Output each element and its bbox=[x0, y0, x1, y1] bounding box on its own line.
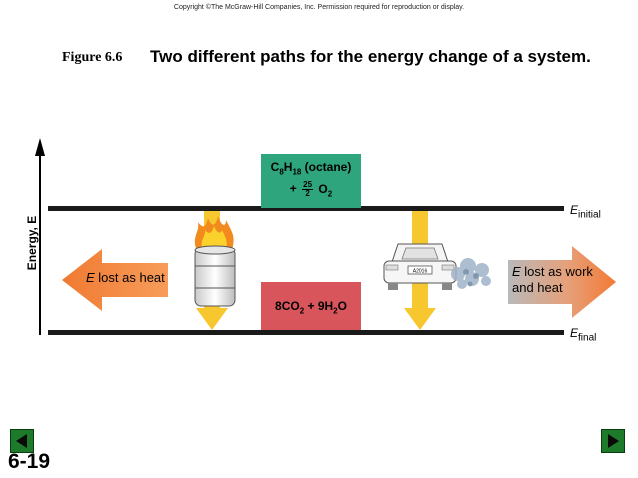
octane-formula: C8H18 (octane) bbox=[270, 160, 352, 177]
figure-label: Figure 6.6 bbox=[62, 50, 123, 65]
forward-nav-icon bbox=[608, 434, 619, 448]
oxygen-formula: + 25 2 O2 bbox=[261, 181, 361, 201]
final-level-label: Efinal bbox=[570, 326, 597, 344]
initial-state-box: C8H18 (octane) + 25 2 O2 bbox=[261, 154, 361, 208]
oxygen-fraction: 25 2 bbox=[302, 180, 314, 199]
final-energy-level bbox=[48, 330, 564, 335]
heat-arrow-text: E lost as heat bbox=[86, 270, 165, 285]
car-plate: A2016 bbox=[413, 269, 428, 275]
oxygen-text: O2 bbox=[318, 182, 333, 199]
heat-lost-arrow bbox=[62, 249, 168, 311]
copyright-notice: Copyright ©The McGraw-Hill Companies, In… bbox=[173, 4, 465, 11]
final-state-box: 8CO2 + 9H2O bbox=[261, 282, 361, 330]
page-number: 6-19 bbox=[8, 450, 51, 473]
energy-axis-label: Energy, E bbox=[25, 215, 39, 271]
back-nav-icon bbox=[16, 434, 27, 448]
car-exhaust-icon: A2016 bbox=[383, 243, 491, 290]
products-formula: 8CO2 + 9H2O bbox=[275, 299, 347, 316]
forward-button[interactable] bbox=[601, 429, 625, 453]
work-heat-lost-arrow bbox=[508, 246, 616, 318]
plus-sign: + bbox=[289, 182, 297, 197]
back-button[interactable] bbox=[10, 429, 34, 453]
fire-barrel-icon bbox=[194, 216, 236, 307]
initial-level-label: Einitial bbox=[570, 203, 601, 221]
figure-title: Two different paths for the energy chang… bbox=[150, 47, 591, 66]
up-arrow-axis-icon bbox=[35, 138, 45, 335]
initial-energy-level bbox=[48, 206, 564, 211]
